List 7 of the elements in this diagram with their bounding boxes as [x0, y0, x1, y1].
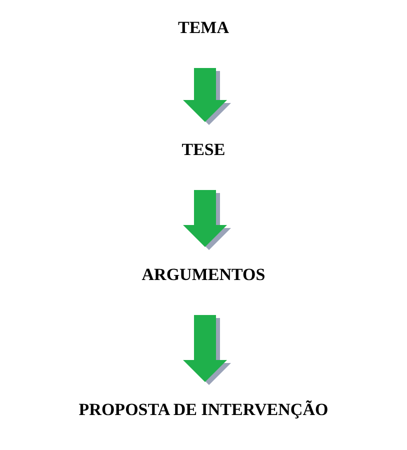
node-label: ARGUMENTOS: [142, 265, 266, 285]
arrow: [183, 190, 227, 247]
arrow: [183, 68, 227, 122]
node-label: PROPOSTA DE INTERVENÇÃO: [78, 400, 328, 420]
arrow: [183, 315, 227, 382]
node-label: TESE: [182, 140, 226, 160]
node-label: TEMA: [178, 18, 229, 38]
